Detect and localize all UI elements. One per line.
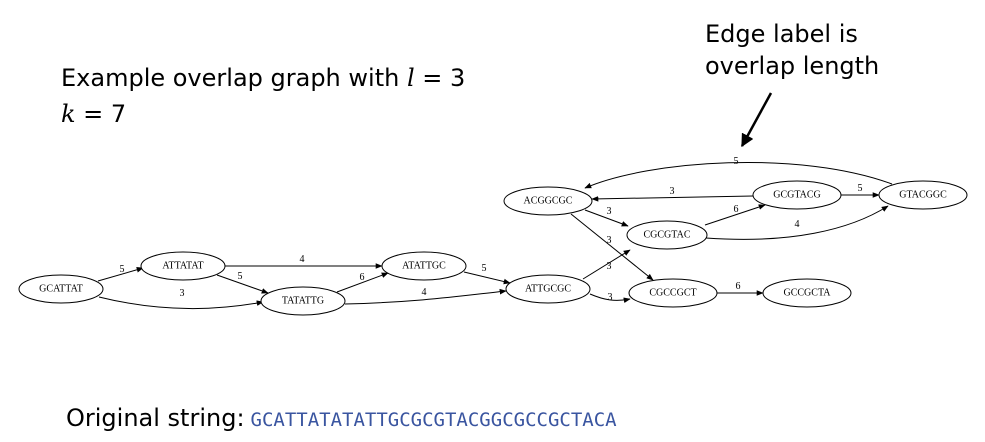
node-attatat: ATTATAT [140,251,226,281]
title-line-2: k = 7 [61,100,127,128]
node-ellipse [628,278,718,308]
node-ellipse [18,274,104,304]
edge-atattgc-to-attgcgc [463,271,511,285]
edge-gcattat-to-attatat [97,267,144,282]
l-variable: l [406,64,415,92]
node-ellipse [626,220,708,250]
node-label: TATATTG [282,296,324,307]
node-cgcgtac: CGCGTAC [626,220,708,250]
node-atattgc: ATATTGC [381,251,467,281]
node-ellipse [762,278,852,308]
node-ellipse [381,251,467,281]
edge-attatat-to-tatattg [216,274,269,294]
node-label: ATTATAT [162,261,203,272]
edge-label: 5 [482,263,487,274]
node-label: ATTGCGC [525,284,571,295]
edge-label: 4 [795,219,800,230]
edge-tatattg-to-atattgc [336,272,389,293]
callout-arrow-icon [740,92,773,148]
graph-title: Example overlap graph with l = 3 k = 7 [61,60,465,132]
node-ellipse [503,186,593,216]
edge-attgcgc-to-cgccgct [589,293,631,303]
node-label: GCCGCTA [784,288,832,299]
node-ellipse [878,180,968,210]
original-string: Original string:GCATTATATATTGCGCGTACGGCG… [66,404,617,432]
edge-label: 5 [734,156,739,167]
node-gtacggc: GTACGGC [878,180,968,210]
edge-gcgtacg-to-acggcgc [591,195,754,202]
node-label: ACGGCGC [524,196,573,207]
edge-tatattg-to-attgcgc [344,288,507,305]
node-ellipse [260,286,346,316]
node-ellipse [505,274,591,304]
node-label: GTACGGC [899,190,947,201]
node-label: GCGTACG [773,190,821,201]
edge-cgcgtac-to-gcgtacg [704,204,766,226]
edge-label: 4 [422,287,427,298]
node-label: ATATTGC [402,261,446,272]
node-acggcgc: ACGGCGC [503,186,593,216]
edge-label: 6 [360,272,365,283]
k-variable: k [61,100,76,128]
nodes-layer: GCATTAT ATTATAT TATATTG ATATTGC ATTGCGC ACGGC… [18,180,968,316]
node-tatattg: TATATTG [260,286,346,316]
node-attgcgc: ATTGCGC [505,274,591,304]
node-label: CGCGTAC [644,230,691,241]
edge-label: 3 [670,186,675,197]
edge-gcattat-to-tatattg [98,296,264,310]
edge-label: 3 [607,261,612,272]
edge-label-callout: Edge label is overlap length [705,18,925,82]
edge-label: 6 [736,281,741,292]
node-label: CGCCGCT [649,288,696,299]
node-ellipse [140,251,226,281]
callout-line-1: Edge label is [705,20,858,48]
edge-cgcgtac-to-gtacggc [705,205,889,240]
edge-label: 3 [607,235,612,246]
node-gcgtacg: GCGTACG [752,180,842,210]
edge-label: 4 [300,254,305,265]
callout-line-2: overlap length [705,52,880,80]
edge-acggcgc-to-cgcgtac [584,209,629,227]
node-gcattat: GCATTAT [18,274,104,304]
node-gccgcta: GCCGCTA [762,278,852,308]
edge-label: 6 [734,204,739,215]
node-ellipse [752,180,842,210]
edge-label: 5 [120,264,125,275]
edge-label: 3 [180,288,185,299]
original-string-sequence: GCATTATATATTGCGCGTACGGCGCCGCTACA [250,409,617,431]
original-string-label: Original string: [66,404,245,432]
edge-acggcgc-to-cgccgct [570,213,654,281]
edge-label: 3 [608,292,613,303]
edge-label: 5 [858,183,863,194]
edge-label: 5 [238,271,243,282]
edge-label: 3 [607,206,612,217]
node-label: GCATTAT [39,284,83,295]
node-cgccgct: CGCCGCT [628,278,718,308]
edge-gtacggc-to-acggcgc [584,161,893,189]
edges-layer: 5 3 4 5 6 4 5 3 3 3 3 6 4 3 5 5 6 [97,156,893,310]
title-line-1: Example overlap graph with l = 3 [61,64,466,92]
